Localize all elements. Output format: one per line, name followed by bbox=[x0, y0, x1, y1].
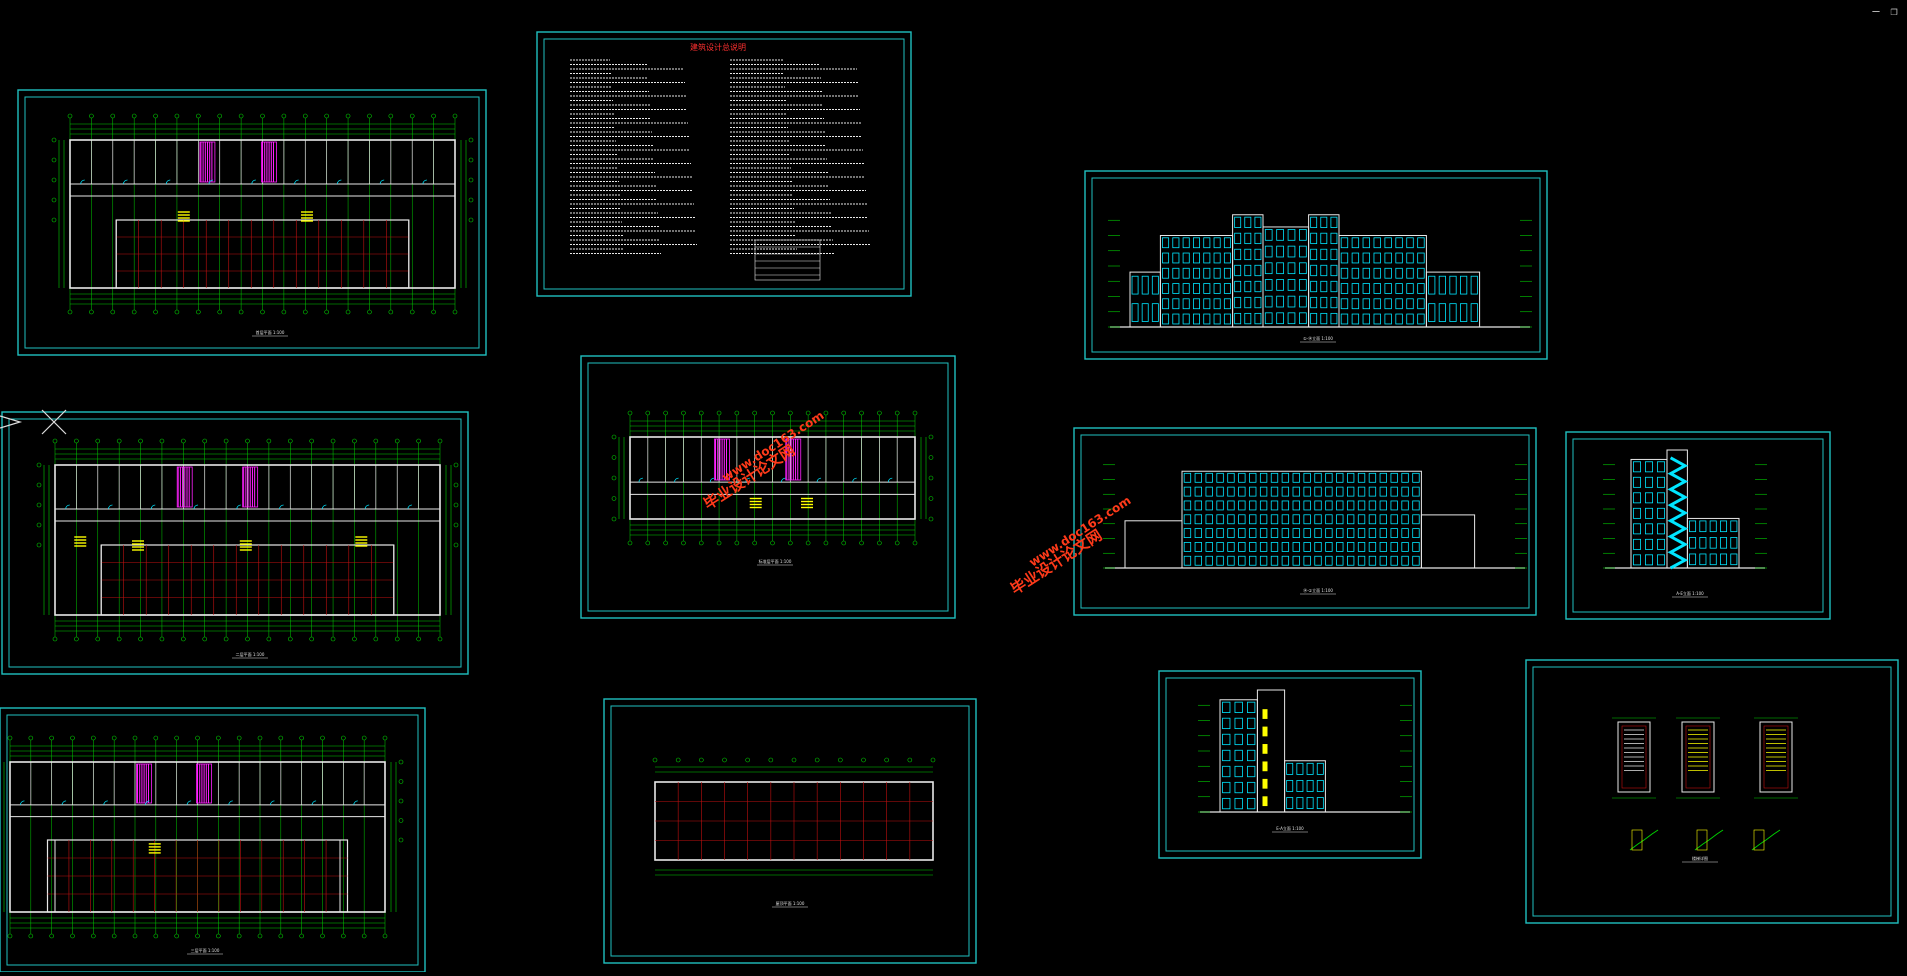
sheet-frame-elev-1[interactable] bbox=[1084, 170, 1548, 360]
ucs-icon bbox=[0, 409, 67, 435]
design-notes-text bbox=[570, 59, 870, 281]
elevation-1 bbox=[1108, 214, 1532, 328]
floor-plan-1 bbox=[51, 113, 474, 315]
minimize-icon[interactable]: — bbox=[1872, 4, 1880, 18]
roof-plan bbox=[652, 757, 936, 876]
sheet-frame-stairs[interactable] bbox=[1525, 659, 1899, 924]
side-elevation-1 bbox=[1603, 449, 1767, 570]
caption-side-2: E-A立面 1:100 bbox=[1276, 825, 1304, 831]
restore-icon[interactable]: ❐ bbox=[1890, 4, 1898, 18]
sheet-frame-elev-2[interactable] bbox=[1073, 427, 1537, 616]
sheet-frame-roof[interactable] bbox=[603, 698, 977, 964]
design-notes-title: 建筑设计总说明 bbox=[690, 42, 746, 52]
floor-plan-2 bbox=[36, 438, 459, 642]
side-elevation-2 bbox=[1198, 689, 1412, 813]
caption-stairs: 楼梯详图 bbox=[1692, 855, 1708, 861]
watermark-line2: www.doc163.com bbox=[720, 408, 827, 484]
sheet-frame-side-1[interactable] bbox=[1565, 431, 1831, 620]
sheet-frame-plan-2[interactable] bbox=[1, 411, 469, 675]
floor-plan-4 bbox=[611, 410, 934, 546]
elevation-2 bbox=[1103, 464, 1527, 569]
caption-plan-3: 三层平面 1:100 bbox=[191, 947, 220, 953]
sheet-frame-side-2[interactable] bbox=[1158, 670, 1422, 859]
caption-roof: 屋顶平面 1:100 bbox=[776, 900, 805, 906]
watermark-line1: 毕业设计论文网 bbox=[1007, 526, 1105, 598]
watermark-line2: www.doc163.com bbox=[1027, 493, 1134, 569]
stair-details bbox=[1612, 717, 1798, 851]
sheet-frame-plan-1[interactable] bbox=[17, 89, 487, 356]
floor-plan-3 bbox=[3, 735, 404, 939]
caption-elev-1: ①-⑭立面 1:100 bbox=[1303, 335, 1333, 341]
caption-side-1: A-E立面 1:100 bbox=[1676, 590, 1704, 596]
caption-plan-1: 首层平面 1:100 bbox=[256, 329, 285, 335]
caption-plan-2: 二层平面 1:100 bbox=[236, 651, 265, 657]
caption-elev-2: ⑭-①立面 1:100 bbox=[1303, 587, 1333, 593]
caption-plan-4: 标准层平面 1:100 bbox=[759, 558, 792, 564]
window-controls: — ❐ bbox=[1869, 4, 1901, 18]
sheet-frame-design-notes[interactable] bbox=[536, 31, 912, 297]
sheet-frame-plan-4[interactable] bbox=[580, 355, 956, 619]
